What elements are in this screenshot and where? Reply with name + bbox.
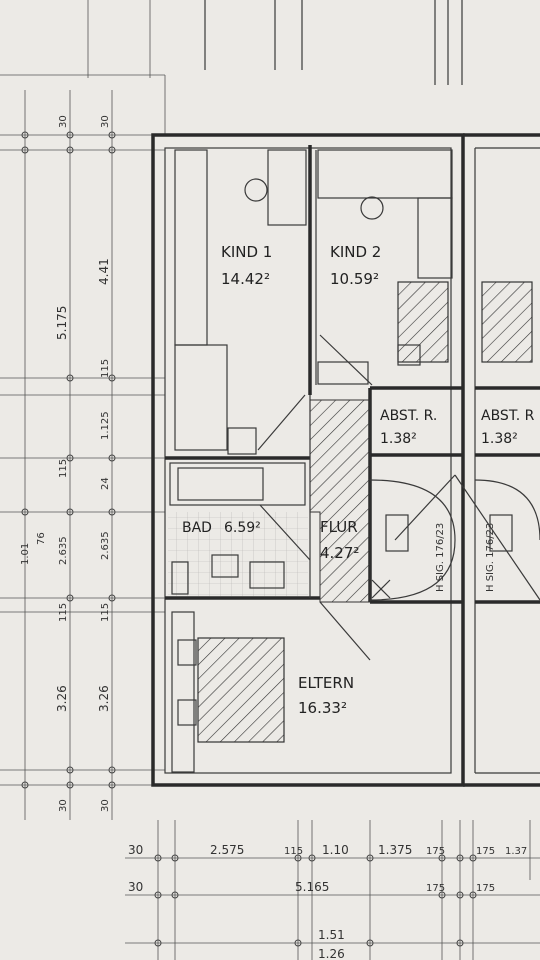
neighbour-cabinet <box>481 281 533 363</box>
dim-left-inner-1: 4.41 <box>97 258 111 285</box>
room-name-kind-1: KIND 1 <box>221 243 272 261</box>
kind1-furniture <box>174 149 307 455</box>
room-area-flur: 4.27² <box>320 544 359 562</box>
room-area-bad: 6.59² <box>224 520 261 536</box>
stair-note-1: H SIG. 176/23 <box>435 523 446 592</box>
dim-bottom-1-6: 175 <box>476 846 495 857</box>
dim-left-outer-6: 115 <box>58 603 69 622</box>
dim-left-inner-6: 115 <box>100 603 111 622</box>
left-inner-dim-labels: 30 4.41 115 1.125 24 2.635 115 3.26 30 <box>97 115 111 812</box>
dim-bottom-1-2: 115 <box>284 846 303 857</box>
dim-left-inner-2: 115 <box>100 359 111 378</box>
dim-left-inner-0: 30 <box>100 115 111 128</box>
stair-notes: H SIG. 176/23 H SIG. 176/23 <box>435 523 496 592</box>
room-name-bad: BAD <box>182 520 212 536</box>
dim-bottom-1-7: 1.37 <box>505 846 527 857</box>
dim-left-inner-3: 1.125 <box>100 411 111 440</box>
left-outer-dim-labels: 30 5.175 115 1.01 76 2.635 115 3.26 30 <box>20 115 69 812</box>
dim-bottom-1-4: 1.375 <box>378 843 412 857</box>
room-area-eltern: 16.33² <box>298 699 347 717</box>
dim-bottom-2-2: 175 <box>426 883 445 894</box>
dim-bottom-1-3: 1.10 <box>322 843 349 857</box>
kind2-furniture <box>317 149 453 386</box>
room-area-abstellraum-neighbour: 1.38² <box>481 431 518 447</box>
dim-bottom-3-0: 1.51 <box>318 928 345 942</box>
left-dimension-chains <box>0 90 165 820</box>
dim-left-outer-3: 1.01 <box>20 543 31 565</box>
dim-left-inner-7: 3.26 <box>97 685 111 712</box>
hallway <box>309 399 540 661</box>
room-name-flur: FLUR <box>320 518 358 536</box>
room-name-abstellraum-neighbour: ABST. R <box>481 408 535 424</box>
room-area-kind-1: 14.42² <box>221 270 270 288</box>
dim-bottom-2-0: 30 <box>128 880 143 894</box>
dim-left-outer-0: 30 <box>58 115 69 128</box>
bottom-dim-labels: 30 2.575 115 1.10 1.375 175 175 1.37 30 … <box>128 843 527 960</box>
dim-bottom-2-3: 175 <box>476 883 495 894</box>
room-labels: KIND 1 14.42² KIND 2 10.59² ABST. R. 1.3… <box>182 243 535 717</box>
room-name-abstellraum: ABST. R. <box>380 408 437 424</box>
room-name-kind-2: KIND 2 <box>330 243 381 261</box>
dim-left-inner-4: 24 <box>100 477 111 490</box>
dim-bottom-2-1: 5.165 <box>295 880 329 894</box>
dim-bottom-3-1: 1.26 <box>318 947 345 960</box>
dim-left-outer-5: 2.635 <box>58 536 69 565</box>
dim-left-outer-7: 3.26 <box>55 685 69 712</box>
dim-bottom-1-0: 30 <box>128 843 143 857</box>
stair-note-2: H SIG. 176/23 <box>485 523 496 592</box>
room-area-abstellraum: 1.38² <box>380 431 417 447</box>
dim-left-inner-8: 30 <box>100 799 111 812</box>
upper-grid-lines <box>0 0 463 135</box>
room-name-eltern: ELTERN <box>298 674 354 692</box>
eltern-furniture <box>171 611 285 773</box>
room-area-kind-2: 10.59² <box>330 270 379 288</box>
dim-bottom-1-5: 175 <box>426 846 445 857</box>
dim-left-inner-5: 2.635 <box>100 531 111 560</box>
dim-left-outer-4: 76 <box>36 532 47 545</box>
dim-left-outer-2: 115 <box>58 459 69 478</box>
dim-left-outer-8: 30 <box>58 799 69 812</box>
dim-left-outer-1: 5.175 <box>55 306 69 340</box>
dim-bottom-1-1: 2.575 <box>210 843 244 857</box>
bottom-dimension-chains <box>125 820 540 960</box>
bathroom-fixtures <box>168 462 311 597</box>
